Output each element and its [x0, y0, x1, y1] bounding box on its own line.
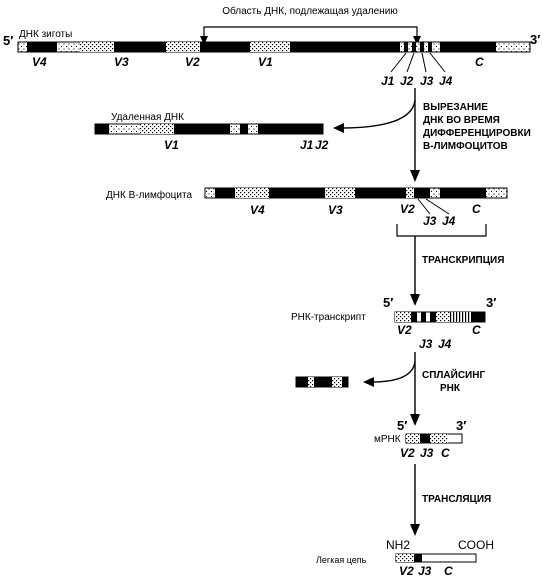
light-chain-bar — [395, 553, 477, 563]
translation-arrow — [410, 464, 420, 536]
bcell-seg-j4: J4 — [442, 214, 456, 228]
excision-step-line-2: ДНК ВО ВРЕМЯ — [423, 115, 500, 126]
zygote-seg-c: C — [475, 55, 484, 69]
deleted-seg-j1: J1 — [300, 138, 314, 152]
zygote-seg-v4: V4 — [32, 55, 47, 69]
bcell-dna-strand — [204, 187, 508, 199]
protein-seg-c: C — [444, 564, 453, 577]
rna-three-prime: 3′ — [486, 295, 496, 310]
rna-transcript-label: РНК-транскрипт — [291, 312, 366, 323]
excision-step-line-3: ДИФФЕРЕНЦИРОВКИ — [423, 128, 531, 139]
bcell-dna-label: ДНК В-лимфоцита — [106, 189, 192, 201]
light-chain-label: Легкая цепь — [316, 555, 367, 565]
zygote-dna-strand — [17, 41, 531, 53]
excision-left-arrowhead — [333, 123, 344, 133]
splicing-step-line-1: СПЛАЙСИНГ — [422, 368, 485, 381]
zygote-seg-v2: V2 — [185, 55, 200, 69]
excision-arrows — [339, 88, 416, 176]
spliced-out-intron — [295, 376, 349, 388]
mrna-five-prime: 5′ — [397, 418, 407, 433]
excision-step-line-1: ВЫРЕЗАНИЕ — [423, 102, 488, 113]
zygote-seg-j1: J1 — [381, 74, 395, 88]
rna-seg-j4: J4 — [438, 337, 452, 351]
mrna-strand — [405, 433, 463, 444]
protein-nh2-label: NH2 — [386, 538, 410, 552]
mrna-three-prime: 3′ — [456, 418, 466, 433]
rna-five-prime: 5′ — [383, 295, 393, 310]
splicing-left-arrowhead — [363, 377, 374, 387]
splicing-step-line-2: РНК — [440, 383, 461, 394]
protein-seg-j3: J3 — [418, 564, 432, 577]
translation-step-label: ТРАНСЛЯЦИЯ — [422, 494, 491, 505]
zygote-seg-v3: V3 — [114, 55, 129, 69]
protein-cooh-label: COOH — [458, 538, 494, 552]
zygote-seg-v1: V1 — [258, 55, 273, 69]
zygote-three-prime: 3′ — [530, 32, 540, 47]
deletion-region-bracket — [200, 26, 421, 45]
bcell-seg-v3: V3 — [328, 203, 343, 217]
bcell-seg-v2: V2 — [400, 202, 415, 216]
transcription-step-label: ТРАНСКРИПЦИЯ — [422, 255, 504, 266]
bcell-seg-j3: J3 — [423, 214, 437, 228]
deleted-dna-label: Удаленная ДНК — [111, 112, 184, 123]
mrna-label: мРНК — [374, 434, 401, 445]
protein-seg-v2: V2 — [399, 564, 414, 577]
zygote-five-prime: 5′ — [3, 33, 13, 48]
deleted-seg-v1: V1 — [164, 138, 179, 152]
deletion-region-label: Область ДНК, подлежащая удалению — [222, 5, 398, 17]
bcell-seg-c: C — [472, 202, 481, 216]
zygote-seg-j4: J4 — [439, 74, 453, 88]
zygote-dna-label: ДНК зиготы — [19, 29, 72, 40]
excision-step-line-4: В-ЛИМФОЦИТОВ — [423, 141, 508, 152]
excision-down-arrowhead — [410, 170, 420, 182]
bcell-j-pointer-lines — [417, 198, 450, 215]
rna-transcript-strand — [394, 311, 486, 323]
rna-seg-j3: J3 — [419, 337, 433, 351]
splicing-down-arrowhead — [410, 414, 420, 426]
rna-seg-c: C — [472, 323, 481, 337]
splicing-arrows — [371, 352, 416, 420]
mrna-seg-j3: J3 — [420, 446, 434, 460]
deleted-dna-strand — [94, 123, 324, 135]
bcell-seg-v4: V4 — [250, 203, 265, 217]
mrna-seg-c: C — [441, 446, 450, 460]
rna-seg-v2: V2 — [397, 323, 412, 337]
zygote-seg-j2: J2 — [400, 74, 414, 88]
deleted-seg-j2: J2 — [315, 138, 329, 152]
j-segment-pointer-lines — [390, 52, 446, 73]
transcription-bracket — [396, 224, 487, 306]
mrna-seg-v2: V2 — [400, 446, 415, 460]
zygote-seg-j3: J3 — [420, 74, 434, 88]
